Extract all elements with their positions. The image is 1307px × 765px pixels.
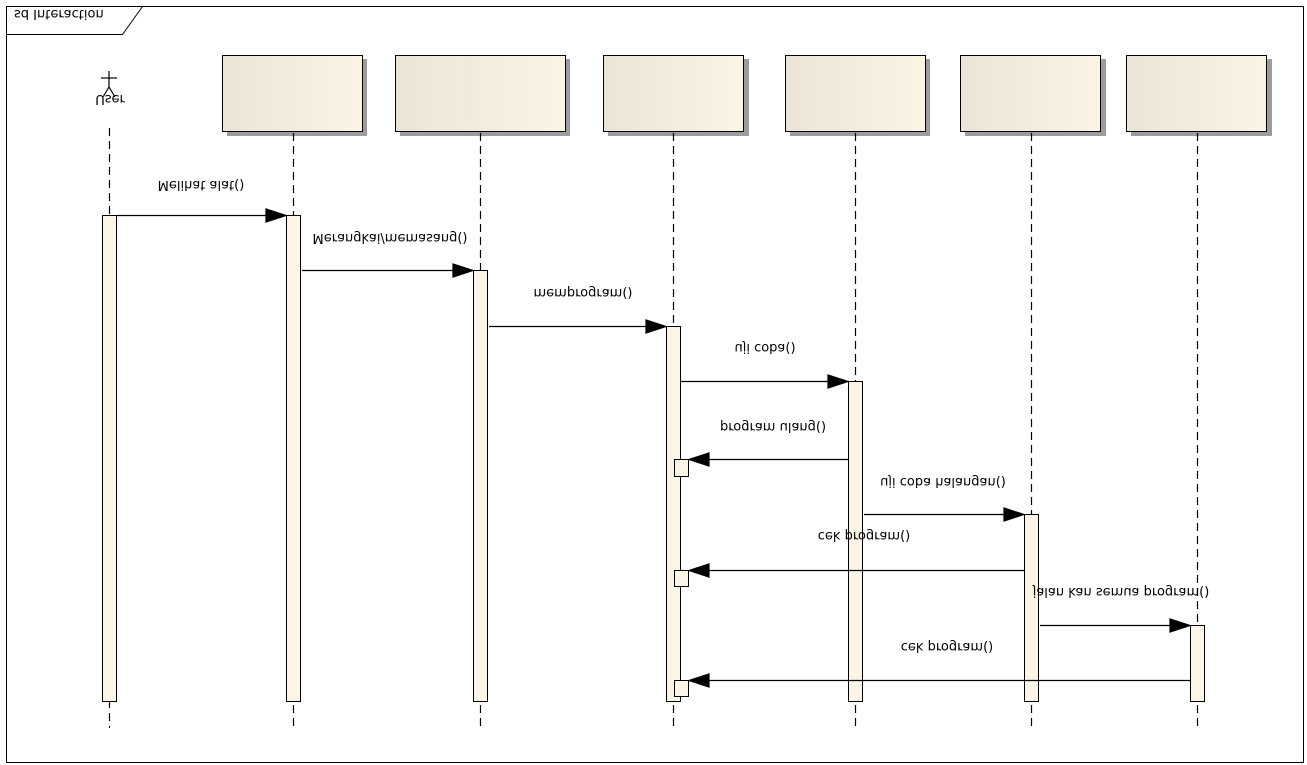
activation-p6 bbox=[1190, 625, 1205, 702]
participant-boxes bbox=[222, 55, 1272, 136]
participant-box-p5 bbox=[960, 55, 1106, 136]
arrowhead bbox=[687, 563, 710, 578]
arrowhead bbox=[645, 319, 668, 334]
message-label-m1: Melihat alat() bbox=[158, 177, 245, 192]
activation-bars bbox=[102, 215, 1205, 702]
activation-user bbox=[102, 215, 117, 702]
message-labels: Melihat alat() Merangkai/memasang() memp… bbox=[158, 177, 1210, 654]
message-label-m9: cek program() bbox=[901, 639, 993, 654]
messages bbox=[117, 208, 1192, 688]
participant-box-p4 bbox=[785, 55, 930, 136]
arrowhead bbox=[265, 208, 288, 223]
participant-box-p3 bbox=[603, 55, 749, 136]
activation-p2 bbox=[473, 270, 488, 702]
actor-user: User bbox=[95, 71, 125, 106]
message-label-m5: program ulang() bbox=[720, 419, 826, 434]
message-label-m3: memprogram() bbox=[534, 285, 633, 300]
arrowhead bbox=[1003, 507, 1026, 522]
activation-p5 bbox=[1024, 514, 1039, 702]
stick-figure-icon bbox=[101, 71, 117, 98]
message-label-m6: uji coba halangan() bbox=[880, 474, 1006, 489]
frame-label: sd Interaction bbox=[14, 6, 104, 21]
arrowhead bbox=[827, 374, 850, 389]
message-label-m8: jalan kan semua program() bbox=[1032, 584, 1210, 599]
actor-name: User bbox=[95, 91, 125, 106]
arrowhead bbox=[687, 673, 710, 688]
activation-p1 bbox=[286, 215, 301, 702]
arrowhead bbox=[687, 452, 710, 467]
activation-p3 bbox=[666, 326, 681, 702]
interaction-frame bbox=[6, 6, 1304, 763]
frame-label-tab bbox=[6, 6, 143, 35]
participant-box-p2 bbox=[395, 55, 570, 136]
message-label-m2: Merangkai/memasang() bbox=[313, 230, 468, 245]
arrowhead bbox=[1169, 618, 1192, 633]
arrowhead bbox=[452, 263, 475, 278]
participant-box-p1 bbox=[222, 55, 367, 136]
message-label-m4: uji coba() bbox=[734, 340, 795, 355]
activation-p3-nested-2 bbox=[674, 570, 689, 587]
message-label-m7: cek program() bbox=[818, 528, 910, 543]
activation-p3-nested-3 bbox=[674, 680, 689, 697]
activation-p4 bbox=[848, 381, 863, 702]
participant-box-p6 bbox=[1126, 55, 1272, 136]
activation-p3-nested-1 bbox=[674, 459, 689, 477]
